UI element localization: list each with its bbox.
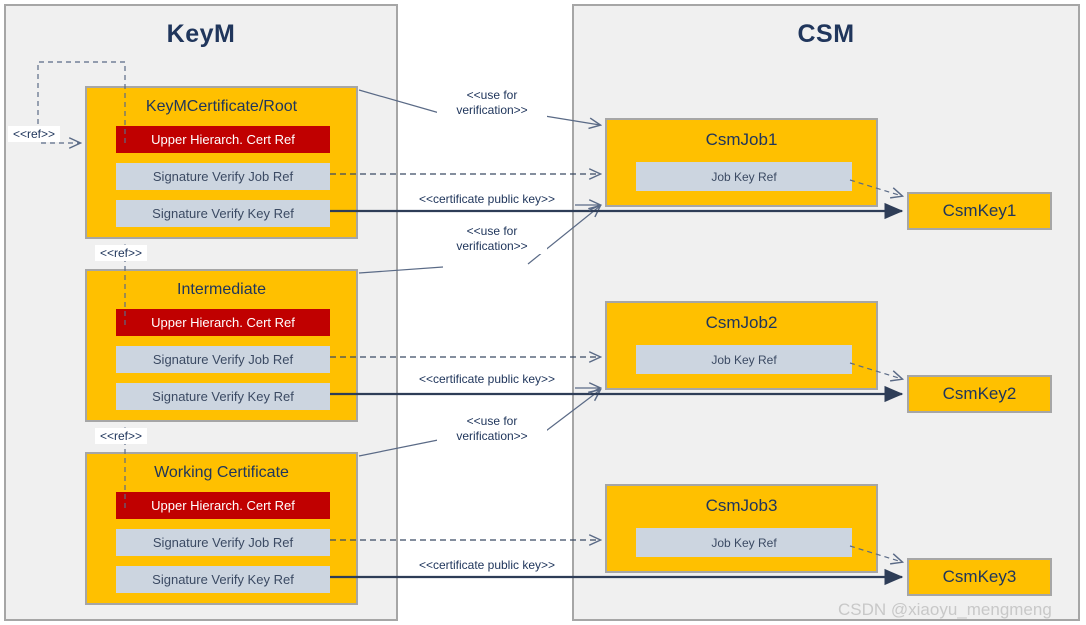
cert-row-signature-verify-job-ref[interactable]: Signature Verify Job Ref bbox=[116, 529, 330, 556]
edge-label-line-1: <<use for bbox=[466, 414, 518, 428]
job-row-job-key-ref[interactable]: Job Key Ref bbox=[636, 162, 852, 191]
edge-label-certificate-public-key-1: <<certificate public key>> bbox=[402, 192, 572, 207]
job-box-csmjob1[interactable]: CsmJob1 Job Key Ref bbox=[605, 118, 878, 207]
edge-label-certificate-public-key-3: <<certificate public key>> bbox=[402, 558, 572, 573]
cert-row-upper-hierarch-cert-ref[interactable]: Upper Hierarch. Cert Ref bbox=[116, 309, 330, 336]
key-box-csmkey3[interactable]: CsmKey3 bbox=[907, 558, 1052, 596]
cert-box-intermediate[interactable]: Intermediate Upper Hierarch. Cert Ref Si… bbox=[85, 269, 358, 422]
job-box-csmjob2[interactable]: CsmJob2 Job Key Ref bbox=[605, 301, 878, 390]
watermark: CSDN @xiaoyu_mengmeng bbox=[838, 600, 1052, 619]
cert-row-upper-hierarch-cert-ref[interactable]: Upper Hierarch. Cert Ref bbox=[116, 492, 330, 519]
edge-label-line-2: verification>> bbox=[456, 429, 528, 443]
cert-title-working: Working Certificate bbox=[154, 464, 289, 481]
edge-label-use-for-verification-3: <<use for verification>> bbox=[437, 414, 547, 444]
edge-label-line-1: <<use for bbox=[466, 88, 518, 102]
edge-label-use-for-verification-1: <<use for verification>> bbox=[437, 88, 547, 118]
cert-box-root[interactable]: KeyMCertificate/Root Upper Hierarch. Cer… bbox=[85, 86, 358, 239]
panel-csm-title: CSM bbox=[797, 20, 855, 48]
cert-row-signature-verify-job-ref[interactable]: Signature Verify Job Ref bbox=[116, 346, 330, 373]
cert-row-signature-verify-key-ref[interactable]: Signature Verify Key Ref bbox=[116, 383, 330, 410]
panel-keym-title: KeyM bbox=[166, 20, 236, 48]
cert-title-root: KeyMCertificate/Root bbox=[145, 98, 298, 115]
job-row-job-key-ref[interactable]: Job Key Ref bbox=[636, 528, 852, 557]
cert-row-signature-verify-job-ref[interactable]: Signature Verify Job Ref bbox=[116, 163, 330, 190]
edge-label-line-1: <<use for bbox=[466, 224, 518, 238]
job-title-csmjob1: CsmJob1 bbox=[705, 130, 778, 149]
cert-row-signature-verify-key-ref[interactable]: Signature Verify Key Ref bbox=[116, 200, 330, 227]
job-box-csmjob3[interactable]: CsmJob3 Job Key Ref bbox=[605, 484, 878, 573]
key-box-csmkey1[interactable]: CsmKey1 bbox=[907, 192, 1052, 230]
edge-label-line-2: verification>> bbox=[456, 103, 528, 117]
job-title-csmjob2: CsmJob2 bbox=[705, 313, 778, 332]
cert-title-intermediate: Intermediate bbox=[177, 281, 266, 298]
cert-box-working[interactable]: Working Certificate Upper Hierarch. Cert… bbox=[85, 452, 358, 605]
edge-label-ref-root: <<ref>> bbox=[8, 126, 61, 142]
edge-label-ref-intermediate: <<ref>> bbox=[95, 245, 148, 261]
edge-label-line-2: verification>> bbox=[456, 239, 528, 253]
job-row-job-key-ref[interactable]: Job Key Ref bbox=[636, 345, 852, 374]
cert-row-signature-verify-key-ref[interactable]: Signature Verify Key Ref bbox=[116, 566, 330, 593]
edge-label-certificate-public-key-2: <<certificate public key>> bbox=[402, 372, 572, 387]
edge-label-use-for-verification-2: <<use for verification>> bbox=[437, 224, 547, 254]
edge-label-ref-working: <<ref>> bbox=[95, 428, 148, 444]
job-title-csmjob3: CsmJob3 bbox=[705, 496, 778, 515]
cert-row-upper-hierarch-cert-ref[interactable]: Upper Hierarch. Cert Ref bbox=[116, 126, 330, 153]
key-box-csmkey2[interactable]: CsmKey2 bbox=[907, 375, 1052, 413]
